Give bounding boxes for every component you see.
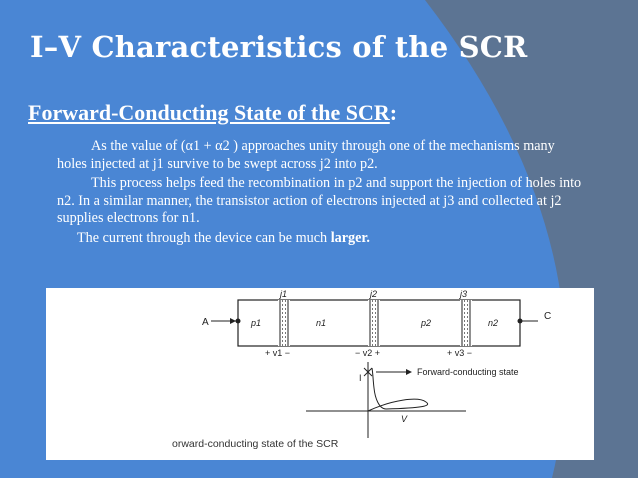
junction-j2 bbox=[368, 300, 380, 346]
iv-axis-v-label: V bbox=[401, 414, 408, 424]
paragraph-3: The current through the device can be mu… bbox=[77, 230, 587, 248]
body-text: As the value of (α1 + α2 ) approaches un… bbox=[57, 138, 587, 248]
junction-label-j3: j3 bbox=[459, 289, 467, 299]
anode-dot bbox=[235, 318, 241, 324]
junction-label-j2: j2 bbox=[369, 289, 377, 299]
terminal-a-label: A bbox=[202, 317, 209, 328]
region-label-p2: p2 bbox=[420, 318, 431, 328]
state-label: Forward-conducting state bbox=[417, 367, 519, 377]
terminal-c-label: C bbox=[544, 311, 551, 322]
voltage-label-v1: + v1 − bbox=[265, 348, 290, 358]
junction-j1 bbox=[278, 300, 290, 346]
state-pointer-arrow bbox=[406, 369, 412, 375]
iv-curve bbox=[306, 362, 466, 438]
region-label-n1: n1 bbox=[316, 318, 326, 328]
junction-label-j1: j1 bbox=[279, 289, 287, 299]
anode-arrow bbox=[230, 318, 236, 324]
paragraph-3-text: The current through the device can be mu… bbox=[77, 229, 331, 246]
voltage-label-v3: + v3 − bbox=[447, 348, 472, 358]
paragraph-3-bold: larger. bbox=[330, 229, 370, 246]
cathode-dot bbox=[517, 318, 523, 324]
figure-caption: orward-conducting state of the SCR bbox=[172, 438, 339, 450]
subtitle-colon: : bbox=[389, 100, 398, 125]
paragraph-2: This process helps feed the recombinatio… bbox=[57, 175, 582, 227]
iv-characteristic-curve bbox=[367, 367, 428, 412]
operating-point-mark-b bbox=[363, 367, 373, 377]
subtitle-text: Forward-Conducting State of the SCR bbox=[28, 100, 390, 125]
region-label-p1: p1 bbox=[250, 318, 261, 328]
scr-diagram: A C j1 j2 j3 bbox=[202, 289, 551, 438]
paragraph-1: As the value of (α1 + α2 ) approaches un… bbox=[57, 138, 555, 172]
iv-axis-i-label: I bbox=[359, 373, 362, 383]
scr-figure: A C j1 j2 j3 bbox=[46, 288, 594, 460]
junction-j3 bbox=[460, 300, 472, 346]
voltage-label-v2: − v2 + bbox=[355, 348, 380, 358]
region-label-n2: n2 bbox=[488, 318, 498, 328]
slide-title: I–V Characteristics of the SCR bbox=[30, 30, 528, 64]
section-subtitle: Forward-Conducting State of the SCR: bbox=[28, 100, 397, 126]
